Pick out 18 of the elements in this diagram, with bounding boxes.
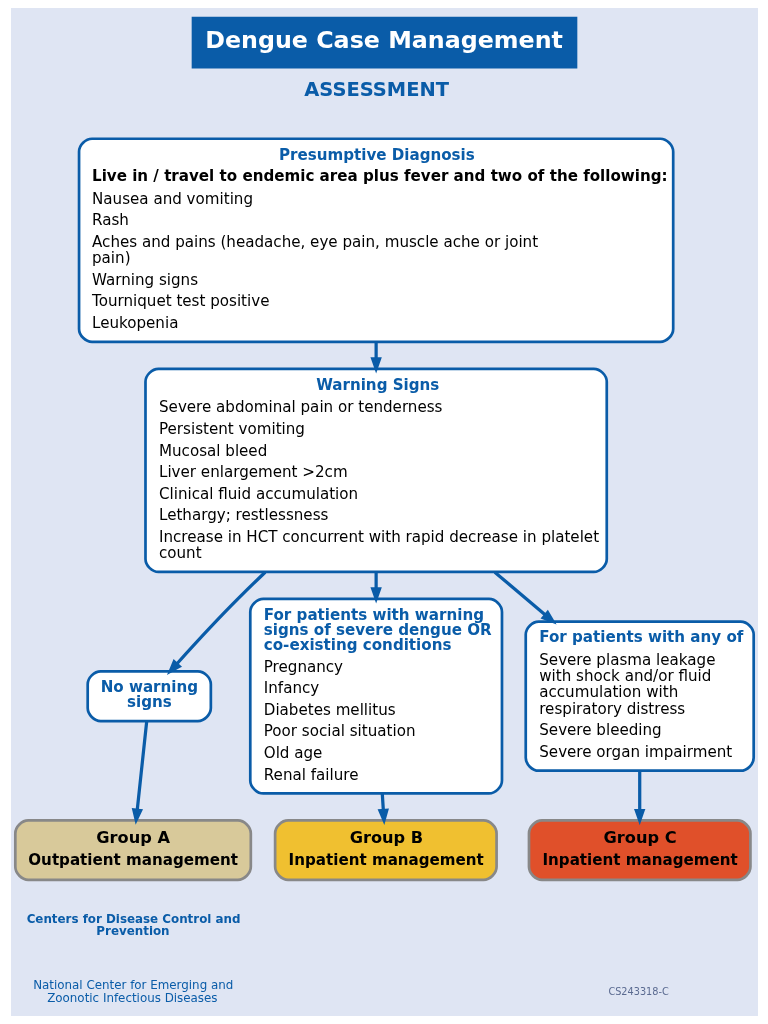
node-box: No warning signs xyxy=(85,670,212,723)
label: ASSESSMENT xyxy=(303,77,449,101)
arrow xyxy=(131,721,148,825)
arrow xyxy=(493,570,557,625)
node-box: For patients with warning signs of severe dengue OR co-existing conditions Pregnancy Infancy Diabetes mellitus Poor social situation Old age Renal failure xyxy=(248,597,503,795)
node-box: For patients with any of Severe plasma leakage with shock and/or fluid accumulation with respiratory distress Severe bleeding Severe organ impairment xyxy=(523,620,755,773)
label: National Center for Emerging and Zoonotic Infectious Diseases xyxy=(32,977,233,1005)
diagram-title: Dengue Case Management xyxy=(204,25,563,54)
arrow xyxy=(377,793,389,826)
arrow xyxy=(166,571,266,675)
node-box: Group C Inpatient management xyxy=(527,819,752,882)
node-box: Group A Outpatient management xyxy=(13,819,252,882)
node-box: Presumptive Diagnosis Live in / travel to endemic area plus fever and two of the following: Nausea and vomiting Rash Aches and pains (headache, eye pain, muscle ache or joint pain) Warning signs Tourniquet test positive Leukopenia xyxy=(77,137,675,344)
node-box: Warning Signs Severe abdominal pain or tenderness Persistent vomiting Mucosal bleed Liver enlargement >2cm Clinical fluid accumulation Lethargy; restlessness Increase in HCT concurrent with rapid decrease in platelet count xyxy=(143,367,608,574)
label: Centers for Disease Control and Prevention xyxy=(26,911,241,938)
arrow xyxy=(633,770,645,826)
label: CS243318-C xyxy=(607,985,669,997)
node-box: Group B Inpatient management xyxy=(273,819,498,882)
